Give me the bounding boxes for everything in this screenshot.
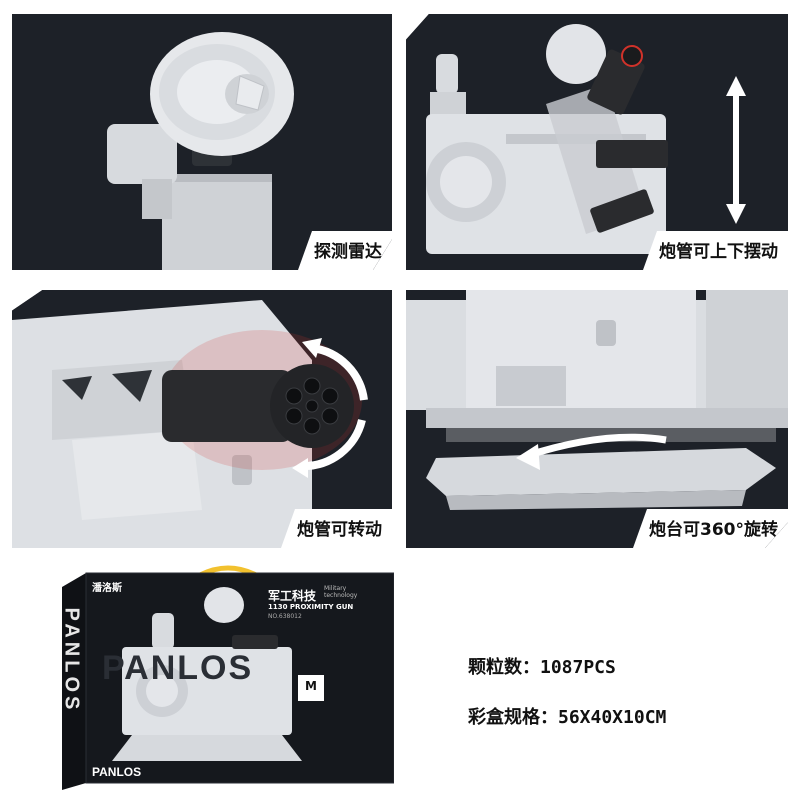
rotation-illustration <box>12 290 392 548</box>
box-brand-cn: 潘洛斯 <box>92 583 122 594</box>
box-size-value: 56X40X10CM <box>558 707 667 728</box>
box-series-cn: 军工科技 <box>268 589 317 603</box>
panel-label: 炮台可360°旋转 <box>633 509 788 548</box>
box-model-image <box>112 587 302 761</box>
box-series-en-1: Military <box>324 585 347 592</box>
product-box: PANLOS 潘洛斯 军工科技 Military technology 1130… <box>60 565 395 790</box>
box-series-en-2: technology <box>324 592 358 599</box>
radar-illustration <box>12 14 392 270</box>
panel-label: 探测雷达 <box>298 231 392 270</box>
turret-rotation-panel: 炮台可360°旋转 <box>406 290 788 548</box>
box-size-tag: M <box>305 679 317 693</box>
elevation-illustration <box>406 14 788 270</box>
size-tag <box>298 675 324 701</box>
box-size-label: 彩盒规格： <box>468 707 558 728</box>
rotate-left-arrow-icon <box>524 433 667 460</box>
box-size-spec: 彩盒规格：56X40X10CM <box>468 703 666 729</box>
pieces-label: 颗粒数： <box>468 657 540 678</box>
box-side-brand: PANLOS <box>60 607 83 714</box>
radar-feature-panel: 探测雷达 <box>12 14 392 270</box>
pieces-spec: 颗粒数：1087PCS <box>468 653 616 679</box>
up-down-arrow-icon <box>726 76 746 224</box>
panel-label: 炮管可上下摆动 <box>643 231 788 270</box>
turret-illustration <box>406 290 788 548</box>
box-model-name: 1130 PROXIMITY GUN <box>268 603 354 611</box>
rotate-arrow-icon <box>311 344 368 401</box>
barrel-top <box>587 45 645 115</box>
panel-label: 炮管可转动 <box>281 509 392 548</box>
box-brand-logo: PANLOS <box>92 765 142 779</box>
box-item-number: NO.638012 <box>268 613 302 620</box>
barrel-rotation-panel: 炮管可转动 <box>12 290 392 548</box>
barrel-elevation-panel: 炮管可上下摆动 <box>406 14 788 270</box>
box-watermark: PANLOS <box>102 649 254 687</box>
pieces-value: 1087PCS <box>540 657 616 678</box>
